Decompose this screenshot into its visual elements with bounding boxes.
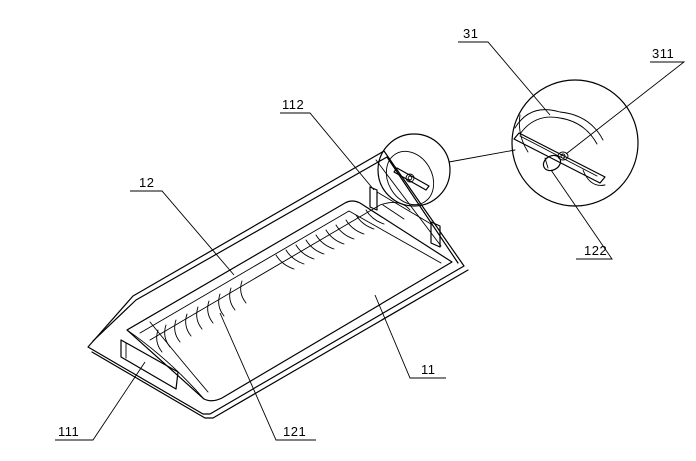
rotor-blades bbox=[156, 209, 385, 353]
label-31: 31 bbox=[463, 26, 478, 41]
blade bbox=[174, 319, 181, 343]
tray-inner-left-wall-2 bbox=[149, 321, 209, 393]
leader-111 bbox=[55, 361, 146, 441]
tray-inner-shelf-2 bbox=[382, 204, 405, 220]
blade bbox=[335, 224, 355, 240]
label-112: 112 bbox=[282, 97, 304, 112]
tray-inner-left-wall bbox=[126, 329, 205, 400]
leader-lines bbox=[55, 41, 686, 441]
tray-right-face bbox=[386, 156, 459, 264]
detail-connector-line bbox=[448, 149, 516, 163]
tray-top-ridge bbox=[92, 156, 388, 342]
blade bbox=[275, 254, 295, 270]
leader-112 bbox=[280, 112, 375, 191]
label-111: 111 bbox=[58, 424, 79, 439]
leader-121 bbox=[219, 312, 316, 441]
blade bbox=[185, 313, 192, 337]
leader-11 bbox=[374, 294, 446, 379]
leader-12 bbox=[130, 190, 235, 276]
blade bbox=[229, 287, 236, 311]
blade bbox=[295, 244, 315, 260]
label-121: 121 bbox=[283, 424, 306, 439]
label-11: 11 bbox=[421, 362, 436, 377]
blade bbox=[196, 306, 203, 330]
blade bbox=[325, 229, 345, 245]
leader-122 bbox=[550, 169, 613, 260]
blade bbox=[207, 300, 214, 324]
tray-body bbox=[87, 150, 469, 419]
blade bbox=[285, 249, 305, 265]
blade bbox=[156, 329, 163, 353]
blade bbox=[240, 280, 247, 304]
label-311: 311 bbox=[652, 46, 674, 61]
leader-31 bbox=[458, 41, 551, 116]
slot-111 bbox=[120, 339, 179, 390]
detail-circle-small bbox=[377, 133, 451, 207]
tray-right-face-inner bbox=[375, 159, 442, 247]
blade bbox=[355, 214, 375, 230]
blade bbox=[164, 324, 171, 348]
blade bbox=[218, 293, 225, 317]
label-122: 122 bbox=[584, 243, 607, 258]
blade bbox=[345, 219, 365, 235]
tray-front-rim bbox=[91, 269, 469, 419]
tray-inner-floor bbox=[139, 210, 442, 334]
leader-311 bbox=[565, 61, 686, 155]
blade bbox=[305, 239, 325, 255]
slot-112 bbox=[369, 186, 441, 248]
label-12: 12 bbox=[139, 175, 154, 190]
detail-circle-large bbox=[511, 79, 639, 207]
tray-outer-rim bbox=[87, 150, 465, 415]
blade bbox=[365, 209, 385, 225]
tray-inner-opening bbox=[126, 200, 453, 402]
blade bbox=[315, 234, 335, 250]
